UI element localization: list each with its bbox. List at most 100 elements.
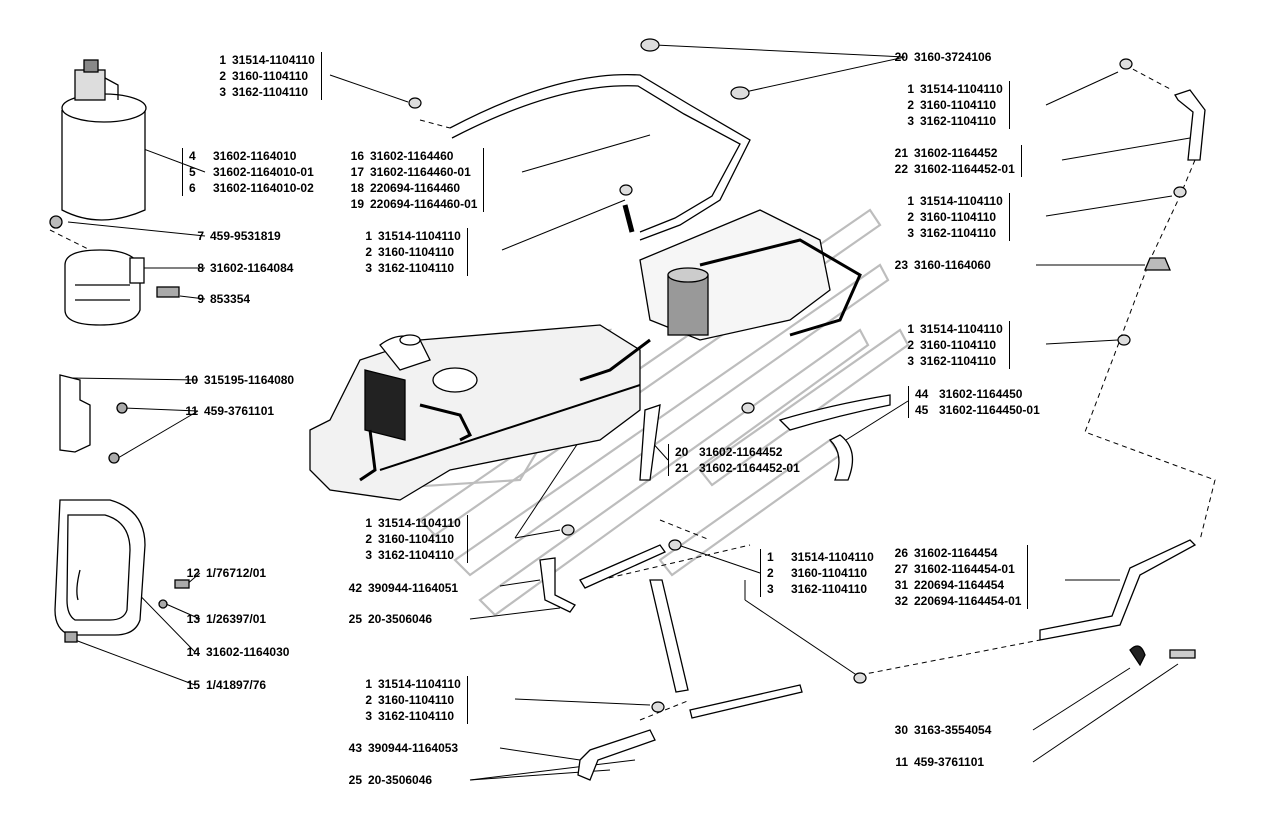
bracket-ring [49,215,180,326]
part-number: 1 [907,322,914,336]
part-code: 3160-1104110 [920,210,997,224]
part-number: 18 [350,181,364,195]
callout-row: 9 853354 [182,291,250,307]
part-code: 31514-1104110 [920,194,1003,208]
callout-row: 2 3160-1104110 [767,565,874,581]
part-code: 3160-1164060 [914,258,991,272]
part-number: 3 [365,709,372,723]
part-number: 12 [186,566,200,580]
part-code: 1/76712/01 [206,566,267,580]
right-hoses [778,89,1206,667]
callout-c8: 12 1/76712/01 [178,565,266,581]
part-code: 20-3506046 [368,773,433,787]
upper-tank [579,209,862,382]
part-number: 7 [197,229,204,243]
canister [61,59,147,221]
callout-c5: 9 853354 [182,291,250,307]
part-code: 31602-1164452-01 [699,461,800,475]
part-code: 390944-1164053 [368,741,459,755]
part-code: 31602-1164452-01 [914,162,1015,176]
part-number: 2 [767,566,774,580]
part-code: 220694-1164460 [370,181,461,195]
part-number: 3 [767,582,774,596]
gasket-frame [54,499,190,643]
part-number: 14 [186,645,200,659]
part-number: 1 [219,53,226,67]
part-code: 459-3761101 [914,755,985,769]
lower-hoses [539,404,803,781]
part-code: 3162-1104110 [378,709,455,723]
callout-row: 1 31514-1104110 [204,52,315,68]
part-code: 3162-1104110 [920,226,997,240]
part-code: 31514-1104110 [378,229,461,243]
part-code: 31602-1164010-02 [213,181,314,195]
callout-row: 7 459-9531819 [182,228,281,244]
part-code: 3160-3724106 [914,50,992,64]
callout-row: 6 31602-1164010-02 [189,180,314,196]
part-number: 1 [365,229,372,243]
part-number: 44 [915,387,929,401]
part-code: 31514-1104110 [232,53,315,67]
part-code: 31602-1164452 [699,445,783,459]
part-number: 3 [365,261,372,275]
vent-hose-loop [449,73,751,241]
part-code: 3163-3554054 [914,723,992,737]
part-code: 459-9531819 [210,229,281,243]
part-code: 20-3506046 [368,612,433,626]
callout-row: 3 3162-1104110 [350,708,461,724]
part-code: 853354 [210,292,251,306]
part-code: 3160-1104110 [378,693,455,707]
part-code: 220694-1164460-01 [370,197,478,211]
callout-row: 12 1/76712/01 [178,565,266,581]
part-code: 31514-1104110 [920,82,1003,96]
part-code: 3160-1104110 [920,98,997,112]
part-code: 31602-1164460 [370,149,454,163]
part-code: 3160-1104110 [232,69,309,83]
part-number: 13 [186,612,200,626]
part-number: 11 [185,404,198,418]
part-number: 9 [197,292,204,306]
part-code: 31602-1164454 [914,546,998,560]
part-number: 1 [907,194,914,208]
part-number: 1 [907,82,914,96]
part-number: 6 [189,181,196,195]
part-code: 3160-1104110 [791,566,868,580]
